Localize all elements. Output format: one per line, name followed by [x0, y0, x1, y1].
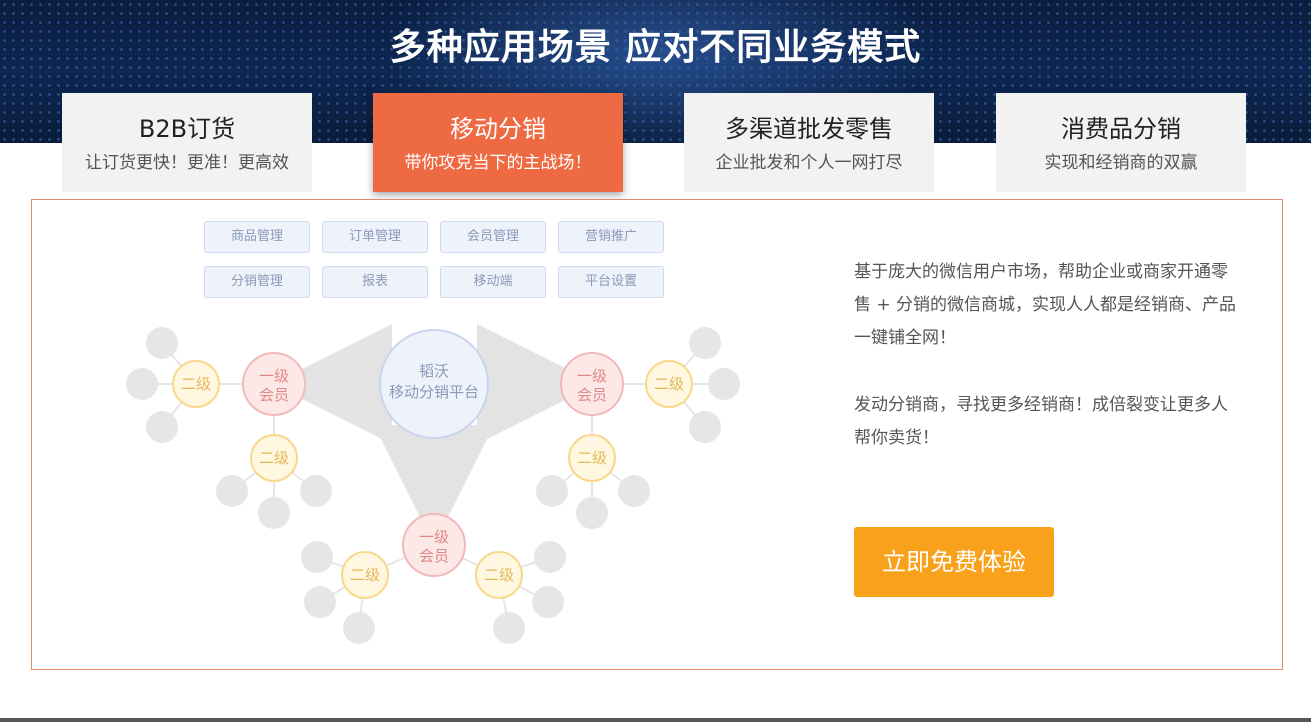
module-box: 商品管理: [204, 221, 310, 253]
free-trial-button[interactable]: 立即免费体验: [854, 527, 1054, 597]
module-box: 订单管理: [322, 221, 428, 253]
module-box: 报表: [322, 266, 428, 298]
tab-subtitle: 实现和经销商的双赢: [1044, 153, 1198, 173]
tab-title: 消费品分销: [1061, 115, 1181, 143]
tab-title: 多渠道批发零售: [725, 115, 893, 143]
bottom-divider: [0, 718, 1311, 722]
page-title: 多种应用场景 应对不同业务模式: [389, 27, 922, 68]
module-box: 营销推广: [558, 221, 664, 253]
hero-banner: 多种应用场景 应对不同业务模式: [0, 0, 1311, 143]
module-box: 平台设置: [558, 266, 664, 298]
tab-consumer-goods-distribution[interactable]: 消费品分销 实现和经销商的双赢: [996, 93, 1246, 192]
tab-subtitle: 企业批发和个人一网打尽: [715, 153, 903, 173]
tab-title: B2B订货: [138, 115, 236, 143]
tab-b2b-ordering[interactable]: B2B订货 让订货更快！更准！更高效: [62, 93, 312, 192]
tab-subtitle: 带你攻克当下的主战场！: [404, 153, 592, 173]
module-box: 会员管理: [440, 221, 546, 253]
tab-mobile-distribution[interactable]: 移动分销 带你攻克当下的主战场！: [373, 93, 623, 192]
tab-title: 移动分销: [450, 115, 546, 143]
description-paragraph: 发动分销商，寻找更多经销商！成倍裂变让更多人 帮你卖货！: [854, 395, 1228, 448]
tab-subtitle: 让订货更快！更准！更高效: [85, 153, 289, 173]
tab-multichannel-wholesale[interactable]: 多渠道批发零售 企业批发和个人一网打尽: [684, 93, 934, 192]
description-paragraph: 基于庞大的微信用户市场，帮助企业或商家开通零 售 + 分销的微信商城，实现人人都…: [854, 262, 1237, 348]
module-box: 分销管理: [204, 266, 310, 298]
module-box: 移动端: [440, 266, 546, 298]
